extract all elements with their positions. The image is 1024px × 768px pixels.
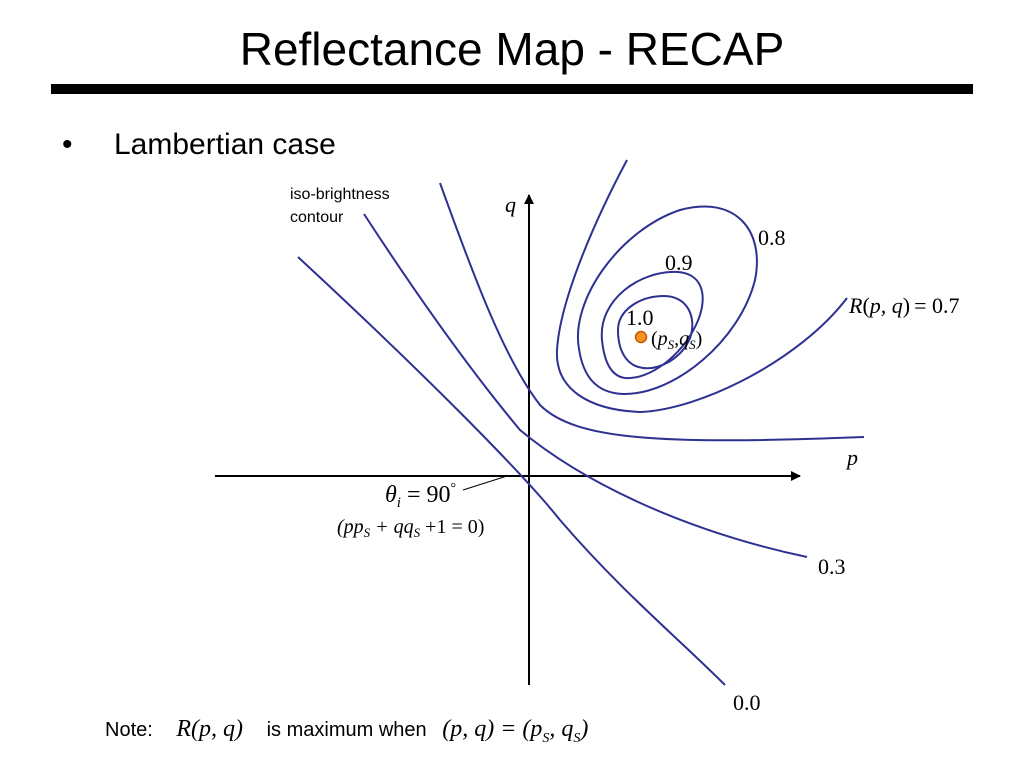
p-axis-label: p (845, 445, 858, 470)
contour-0-0 (297, 256, 726, 686)
label-0-7-close: ) (903, 293, 910, 318)
theta-degree: ° (451, 481, 457, 496)
label-0-7: R(p, q)= 0.7 (848, 293, 960, 318)
eq-part-1: (pp (337, 516, 364, 538)
zero-line-equation: (ppS + qqS +1 = 0) (337, 516, 484, 540)
label-0-7-rhs: = 0.7 (914, 293, 959, 318)
contour-0-7-upper (555, 159, 848, 414)
label-0-0: 0.0 (733, 690, 761, 715)
label-0-3: 0.3 (818, 554, 846, 579)
contour-0-9 (600, 270, 704, 380)
note-expr-2: (p, q) = (pS, qS) (442, 716, 589, 746)
sp-q: q (679, 328, 689, 350)
sp-close: ) (696, 328, 703, 350)
note-prefix: Note: (105, 719, 153, 741)
theta-sub: i (397, 495, 401, 511)
note-expr-2-mid: , q (549, 716, 574, 742)
theta-leader-line (462, 475, 508, 491)
note-expr-2-sub-1: S (542, 730, 550, 746)
annotation-line-1: iso-brightness (290, 186, 390, 203)
contour-1-0 (616, 294, 694, 370)
eq-part-3: +1 = 0) (420, 516, 484, 538)
note-line: Note: R(p, q) is maximum when (p, q) = (… (105, 716, 588, 747)
contour-0-7-lower (439, 182, 865, 442)
eq-sub-1: S (364, 525, 371, 540)
title-underline (51, 84, 973, 94)
label-0-7-prefix: R (848, 293, 863, 318)
note-expr-2-close: ) (580, 716, 589, 742)
bullet-text: Lambertian case (114, 128, 336, 161)
note-expr-2-left: (p, q) = (p (442, 716, 543, 742)
source-point-marker (634, 330, 648, 344)
q-axis-label: q (505, 192, 516, 217)
contour-0-8 (576, 205, 758, 396)
sp-open: ( (651, 328, 658, 350)
label-1-0: 1.0 (626, 305, 654, 330)
theta-rhs: = 90 (401, 482, 451, 508)
label-0-7-args: p, q (868, 293, 903, 318)
source-point-label: (pS,qS) (651, 328, 702, 352)
note-expr-2-sub-2: S (573, 730, 581, 746)
label-0-8: 0.8 (758, 225, 786, 250)
sp-p: p (656, 328, 668, 350)
label-0-9: 0.9 (665, 250, 693, 275)
bullet-symbol: • (62, 128, 73, 161)
sp-p-sub: S (668, 337, 675, 352)
note-middle: is maximum when (266, 719, 427, 741)
eq-part-2: + qq (370, 516, 414, 538)
slide-title: Reflectance Map - RECAP (239, 23, 785, 75)
sp-comma: , (674, 328, 679, 350)
annotation-line-2: contour (290, 209, 344, 226)
theta-symbol: θ (385, 482, 397, 508)
sp-q-sub: S (689, 337, 696, 352)
note-expr-1: R(p, q) (176, 716, 244, 742)
theta-label: θi = 90° (385, 481, 456, 511)
label-0-7-open: ( (862, 293, 869, 318)
contour-0-3 (363, 213, 808, 558)
eq-sub-2: S (414, 525, 421, 540)
